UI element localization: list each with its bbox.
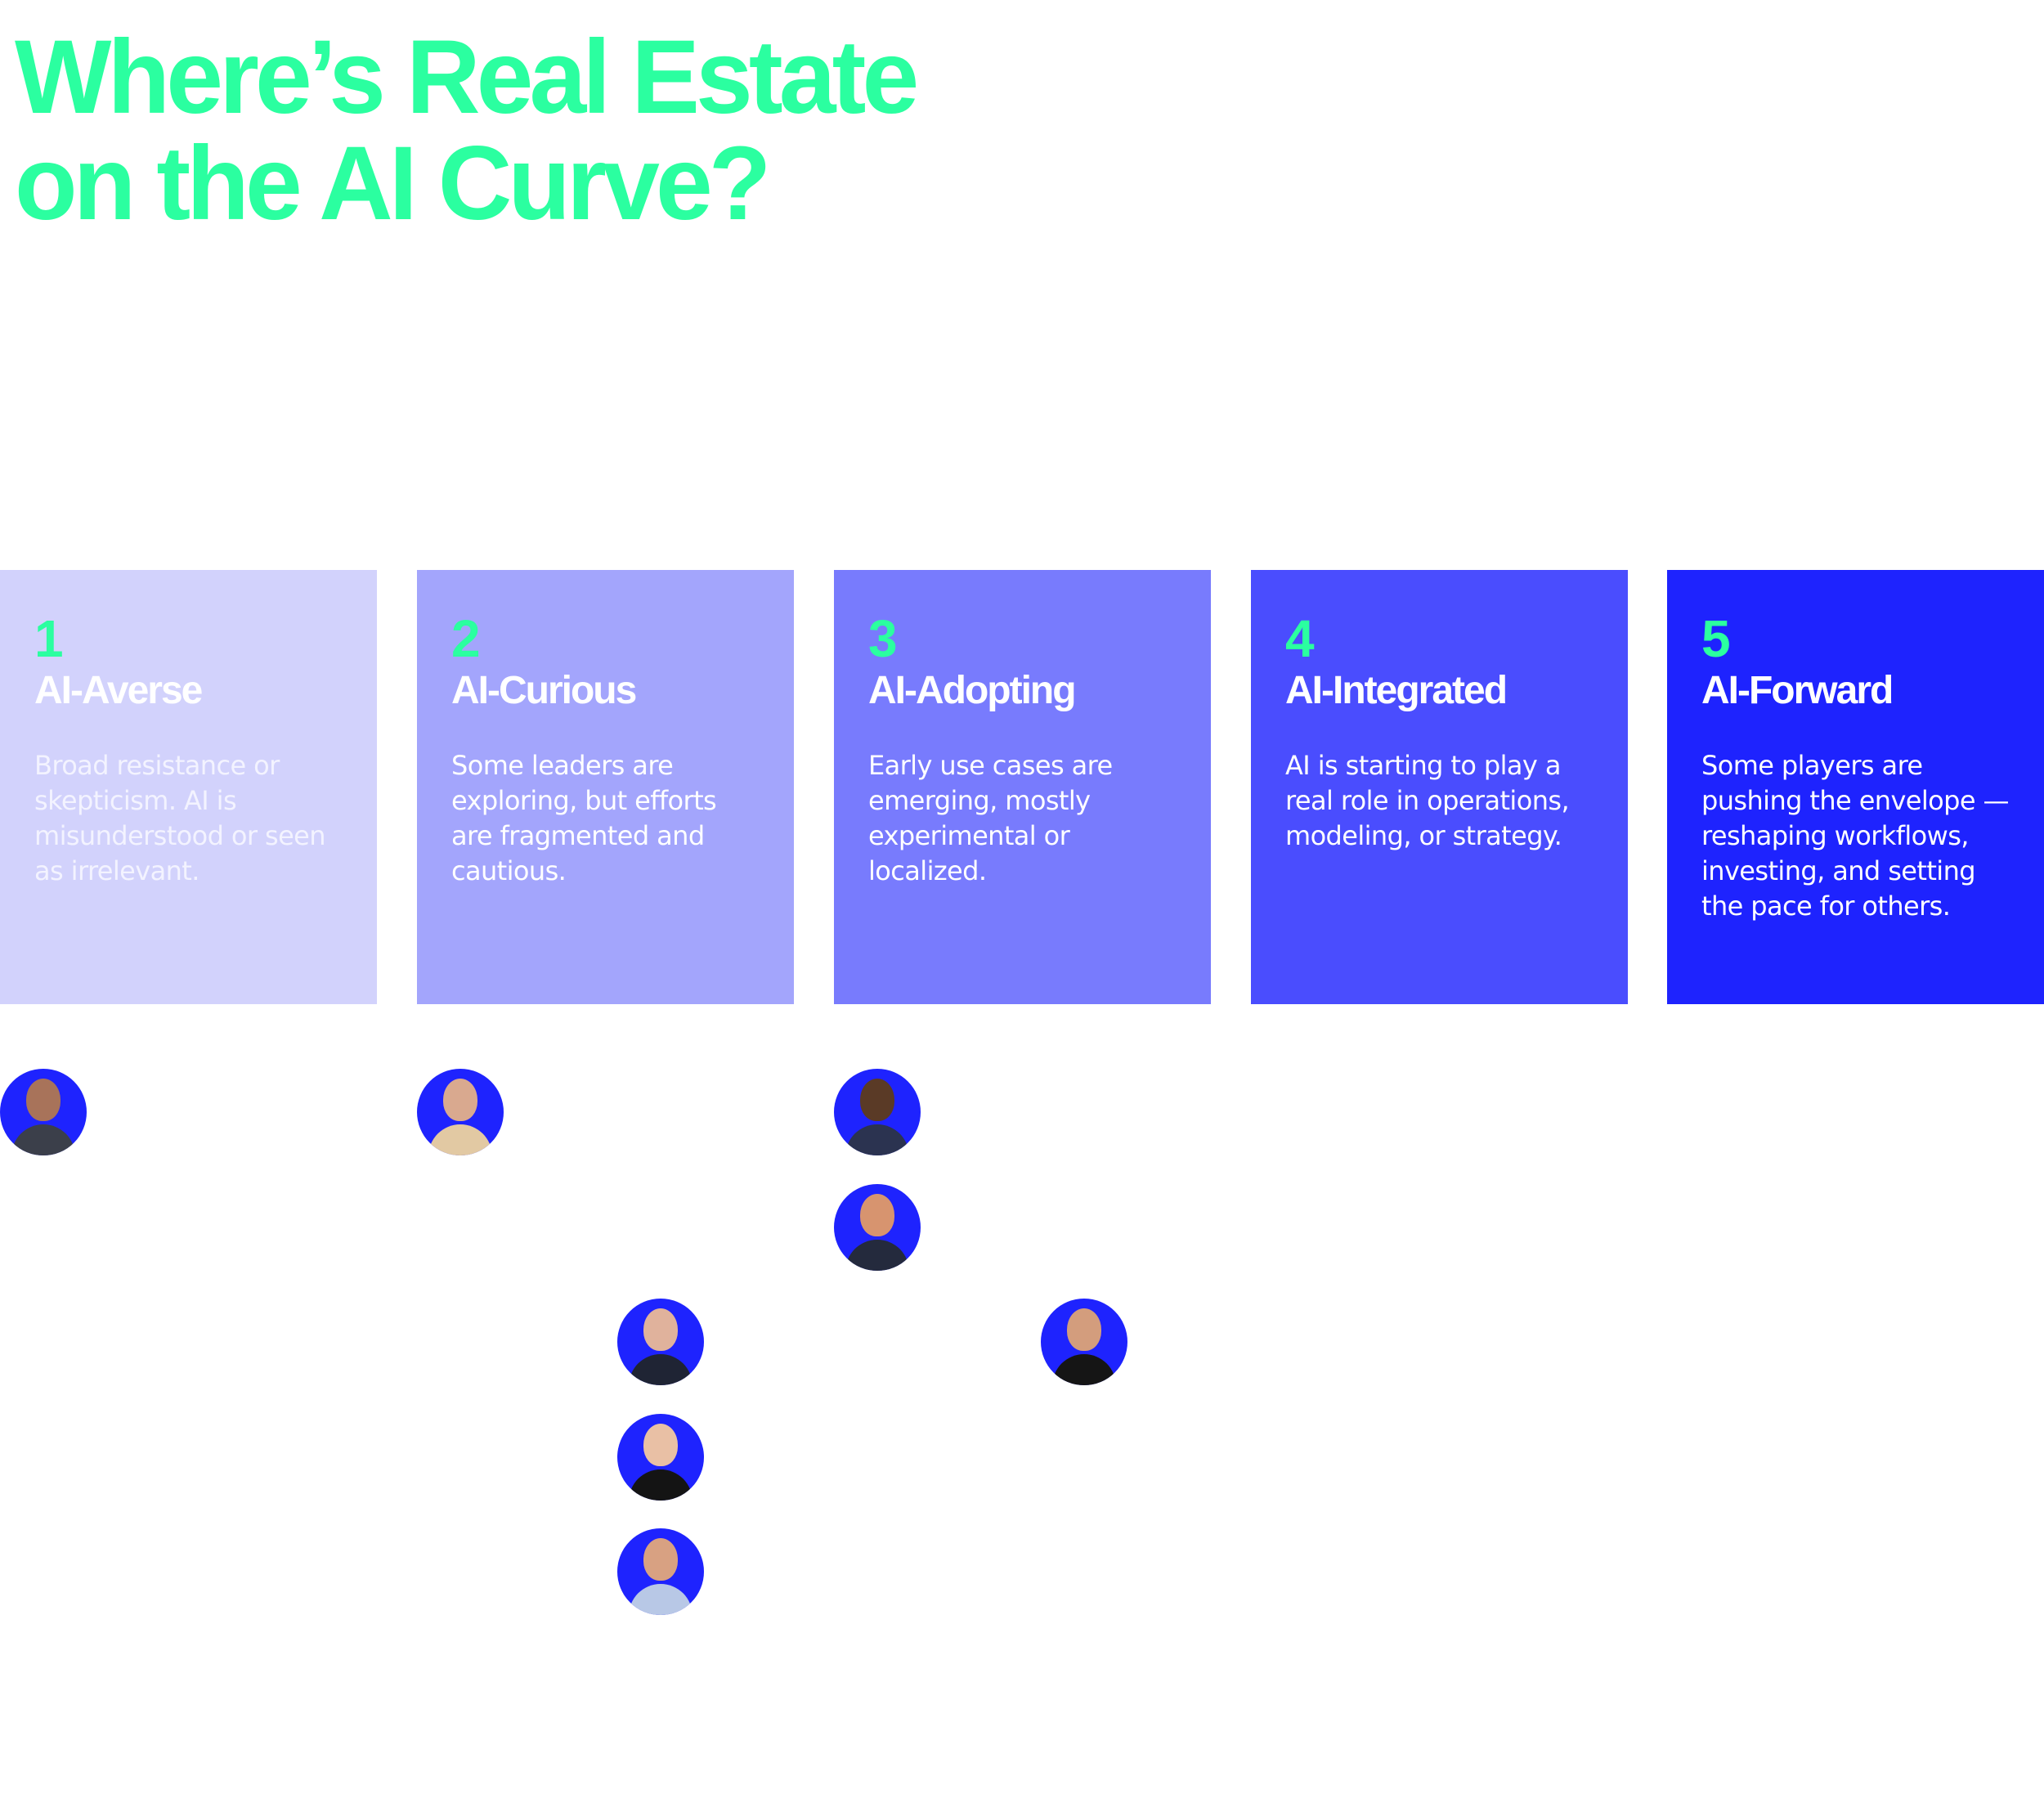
stage-description: AI is starting to play a real role in op…: [1285, 750, 1570, 851]
stage-card-ai-averse: 1 AI-Averse Broad resistance or skeptici…: [0, 570, 377, 1004]
stage-card-ai-integrated: 4 AI-Integrated AI is starting to play a…: [1251, 570, 1628, 1004]
title-line-1: Where’s Real Estate: [15, 19, 919, 136]
stage-card-ai-adopting: 3 AI-Adopting Early use cases are emergi…: [834, 570, 1211, 1004]
stage-name: AI-Curious: [451, 669, 637, 712]
stage-name: AI-Averse: [34, 669, 203, 712]
person-photo-icon: [617, 1299, 704, 1385]
stage-description: Broad resistance or skepticism. AI is mi…: [34, 750, 326, 886]
stage-name: AI-Adopting: [868, 669, 1077, 712]
stage-number: 1: [34, 609, 64, 668]
stage-number: 5: [1701, 609, 1731, 668]
stage-description: Some leaders are exploring, but efforts …: [451, 750, 717, 886]
page-title: Where’s Real Estate on the AI Curve?: [15, 19, 919, 242]
stage-number: 3: [868, 609, 898, 668]
person-photo-icon: [834, 1069, 921, 1155]
person-photo-icon: [617, 1528, 704, 1615]
stage-number: 4: [1285, 609, 1315, 668]
person-photo-icon: [417, 1069, 504, 1155]
stage-name: AI-Integrated: [1285, 669, 1508, 712]
person-photo-icon: [1041, 1299, 1127, 1385]
stage-name: AI-Forward: [1701, 669, 1894, 712]
stage-number: 2: [451, 609, 481, 668]
person-photo-icon: [0, 1069, 87, 1155]
title-line-2: on the AI Curve?: [15, 125, 771, 242]
person-photo-icon: [617, 1414, 704, 1501]
stage-cards: 1 AI-Averse Broad resistance or skeptici…: [0, 570, 2044, 1004]
stage-description: Some players are pushing the envelope — …: [1701, 750, 2010, 922]
stage-card-ai-curious: 2 AI-Curious Some leaders are exploring,…: [417, 570, 794, 1004]
stage-card-ai-forward: 5 AI-Forward Some players are pushing th…: [1667, 570, 2044, 1004]
stage-description: Early use cases are emerging, mostly exp…: [868, 750, 1113, 886]
person-photo-icon: [834, 1184, 921, 1271]
